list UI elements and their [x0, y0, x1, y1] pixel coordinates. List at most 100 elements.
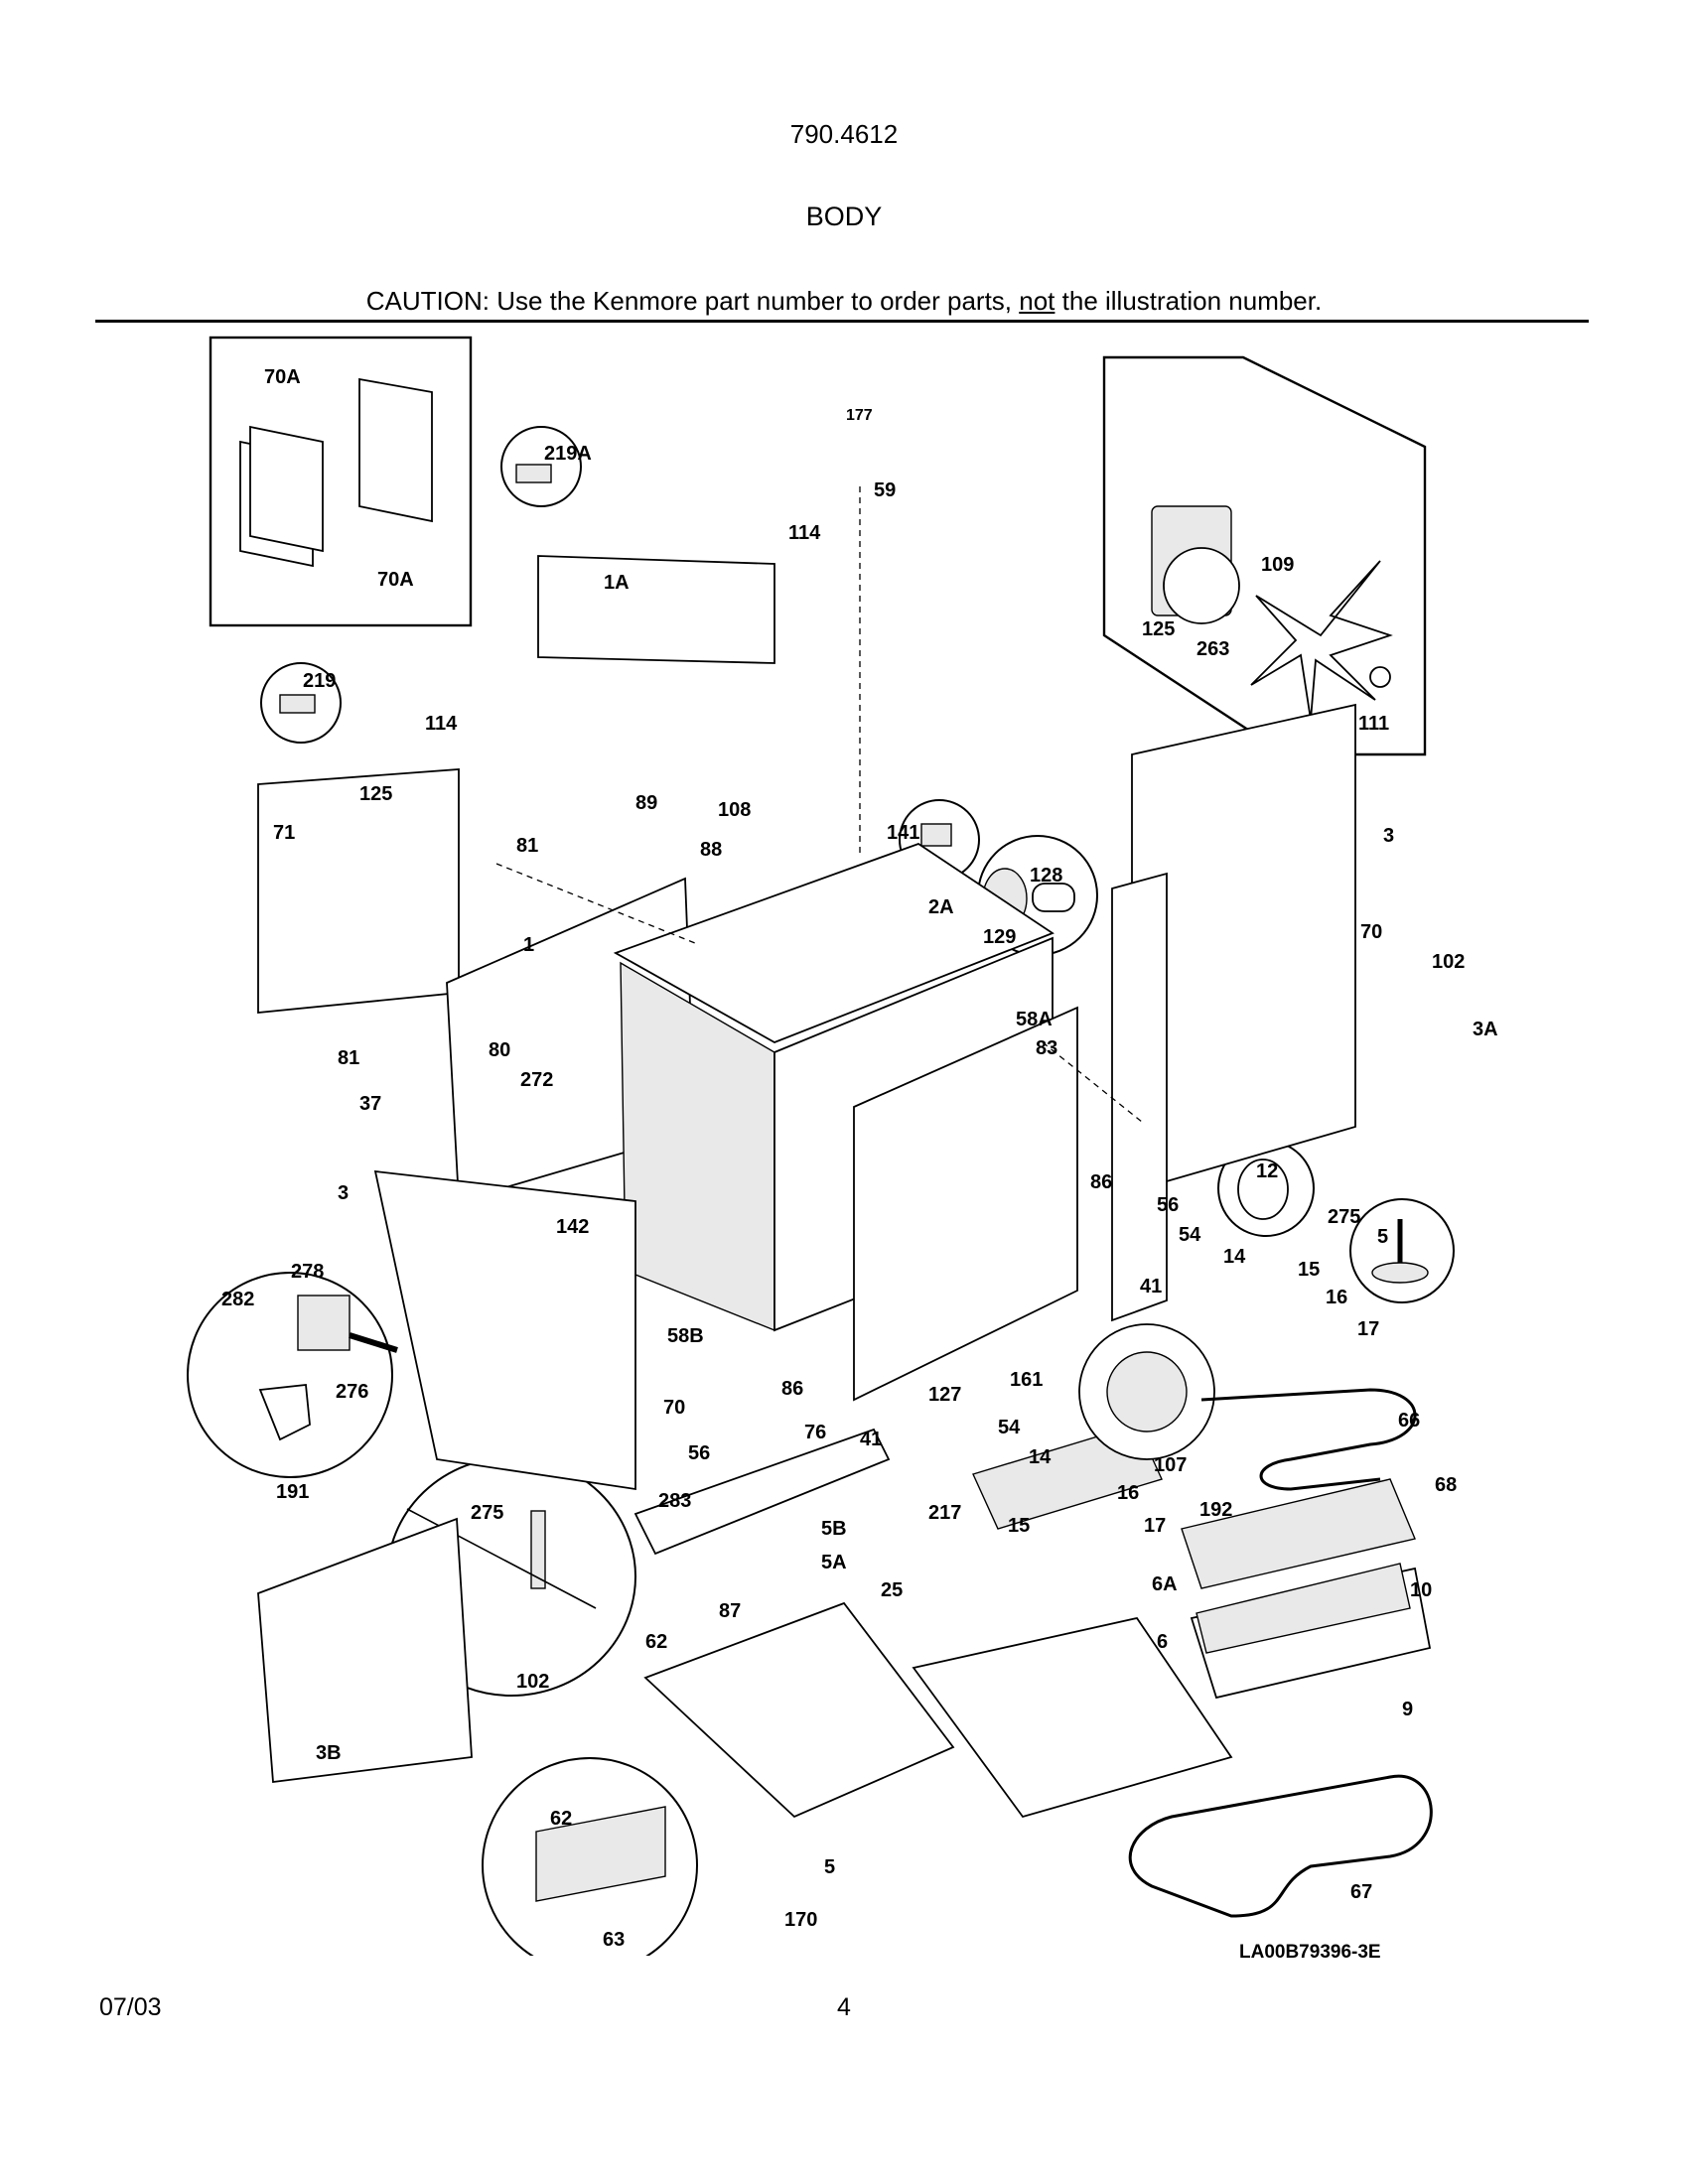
callout-276: 276	[336, 1381, 368, 1403]
callout-125-inset: 125	[1142, 618, 1175, 640]
callout-283: 283	[658, 1490, 691, 1512]
callout-17-top: 17	[1357, 1318, 1379, 1340]
callout-170: 170	[784, 1909, 817, 1931]
callout-63: 63	[603, 1929, 625, 1951]
callout-81-top: 81	[516, 835, 538, 857]
callout-70A-top: 70A	[264, 366, 301, 388]
callout-68: 68	[1435, 1474, 1457, 1496]
callout-125: 125	[359, 783, 392, 805]
callout-191: 191	[276, 1481, 309, 1503]
callout-107: 107	[1154, 1454, 1187, 1476]
page-number: 4	[837, 1993, 851, 2021]
detail-circle-12	[1217, 1140, 1315, 1237]
caution-text-suffix: the illustration number.	[1055, 286, 1323, 316]
callout-16-bottom: 16	[1117, 1482, 1139, 1504]
callout-14-bottom: 14	[1029, 1446, 1052, 1468]
callout-177: 177	[846, 407, 873, 424]
callout-70A-bottom: 70A	[377, 569, 414, 591]
callout-76: 76	[804, 1422, 826, 1443]
callout-278: 278	[291, 1261, 324, 1283]
detail-circle-219	[260, 662, 342, 744]
callout-129: 129	[983, 926, 1016, 948]
caution-text-prefix: CAUTION: Use the Kenmore part number to …	[365, 286, 1020, 316]
callout-25: 25	[881, 1579, 903, 1601]
callout-102-left: 102	[516, 1671, 549, 1693]
callout-89: 89	[635, 792, 657, 814]
callout-41-right: 41	[1140, 1276, 1162, 1297]
caution-text-emphasis: not	[1019, 286, 1055, 316]
oven-body-assembly	[257, 486, 1433, 1918]
callout-81-bottom: 81	[338, 1047, 359, 1069]
callout-114-top: 114	[788, 522, 821, 544]
caution-note: CAUTION: Use the Kenmore part number to …	[0, 286, 1688, 317]
callout-217: 217	[928, 1502, 961, 1524]
callout-109: 109	[1261, 554, 1294, 576]
callout-16-top: 16	[1326, 1287, 1347, 1308]
callout-5B: 5B	[821, 1518, 847, 1540]
callout-263: 263	[1196, 638, 1229, 660]
callout-102-right: 102	[1432, 951, 1465, 973]
callout-62-circle: 62	[550, 1808, 572, 1830]
callout-80: 80	[489, 1039, 510, 1061]
callout-3A: 3A	[1473, 1019, 1498, 1040]
callout-15-top: 15	[1298, 1259, 1320, 1281]
callout-5A: 5A	[821, 1552, 847, 1573]
callout-127: 127	[928, 1384, 961, 1406]
inset-fan-assembly	[1102, 355, 1427, 756]
callout-87: 87	[719, 1600, 741, 1622]
callout-71: 71	[273, 822, 295, 844]
callout-6: 6	[1157, 1631, 1168, 1653]
callout-12: 12	[1256, 1160, 1278, 1182]
detail-circle-219A	[500, 426, 582, 507]
callout-275-left: 275	[471, 1502, 503, 1524]
callout-70-right: 70	[1360, 921, 1382, 943]
detail-circle-terminal-block	[482, 1757, 698, 1956]
section-title: BODY	[805, 202, 883, 231]
callout-83: 83	[1036, 1037, 1057, 1059]
callout-37: 37	[359, 1093, 381, 1115]
callout-141: 141	[887, 822, 919, 844]
callout-54-top: 54	[1179, 1224, 1201, 1246]
callout-272: 272	[520, 1069, 553, 1091]
callout-111: 111	[1358, 713, 1389, 735]
header-rule	[95, 320, 1589, 323]
callout-128: 128	[1030, 865, 1062, 887]
callout-54-bottom: 54	[998, 1417, 1021, 1438]
callout-3-right: 3	[1383, 825, 1394, 847]
callout-66: 66	[1398, 1410, 1420, 1432]
detail-circle-141	[899, 799, 980, 881]
callout-1A: 1A	[604, 572, 630, 594]
callout-88: 88	[700, 839, 722, 861]
callout-86-left: 86	[781, 1378, 803, 1400]
callout-41-left: 41	[860, 1429, 882, 1450]
detail-circle-5	[1349, 1198, 1455, 1303]
callout-5-right: 5	[1377, 1226, 1388, 1248]
revision-date: 07/03	[99, 1993, 162, 2021]
diagram-reference-code: LA00B79396-3E	[1239, 1942, 1381, 1963]
callout-58B: 58B	[667, 1325, 704, 1347]
callout-192: 192	[1199, 1499, 1232, 1521]
callout-2A: 2A	[928, 896, 954, 918]
callout-9: 9	[1402, 1699, 1413, 1720]
callout-14-top: 14	[1223, 1246, 1246, 1268]
callout-282: 282	[221, 1289, 254, 1310]
callout-86-right: 86	[1090, 1171, 1112, 1193]
callout-56-left: 56	[688, 1442, 710, 1464]
callout-17-bottom: 17	[1144, 1515, 1166, 1537]
callout-56-right: 56	[1157, 1194, 1179, 1216]
callout-142: 142	[556, 1216, 589, 1238]
callout-275-right: 275	[1328, 1206, 1360, 1228]
callout-62-top: 62	[645, 1631, 667, 1653]
callout-67: 67	[1350, 1881, 1372, 1903]
callout-3B: 3B	[316, 1742, 342, 1764]
model-number: 790.4612	[789, 119, 899, 149]
callout-5-bottom: 5	[824, 1856, 835, 1878]
callout-70-left: 70	[663, 1397, 685, 1419]
callout-219A: 219A	[544, 443, 592, 465]
callout-59: 59	[874, 479, 896, 501]
callout-114-left: 114	[425, 713, 458, 735]
callout-108: 108	[718, 799, 751, 821]
callout-58A: 58A	[1016, 1009, 1053, 1030]
callout-6A: 6A	[1152, 1573, 1178, 1595]
detail-circle-latch	[187, 1272, 398, 1478]
